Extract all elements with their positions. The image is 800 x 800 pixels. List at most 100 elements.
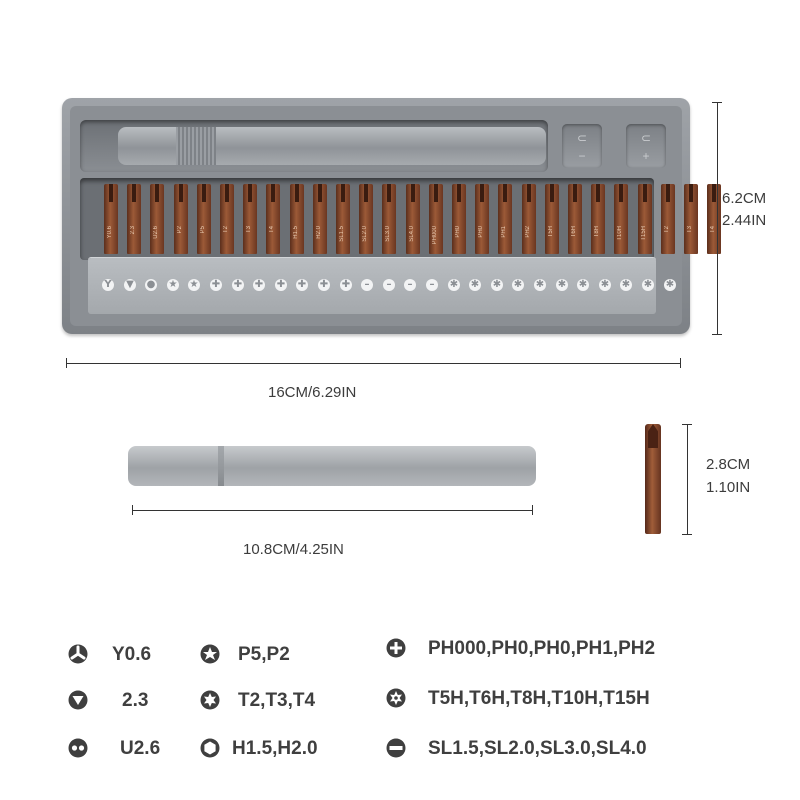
tray-bit-tip (271, 184, 275, 202)
tray-bit-tip (202, 184, 206, 202)
bit-type-icon: ✱ (491, 279, 503, 291)
tray-bit-tip (179, 184, 183, 202)
dim-tick (680, 358, 681, 368)
stored-handle (118, 127, 546, 165)
tray-bit (336, 184, 350, 254)
bit-type-icon: ✱ (448, 279, 460, 291)
tray-bit (661, 184, 675, 254)
tray-bit-tip (689, 184, 693, 202)
tray-bit (498, 184, 512, 254)
bit-type-icon: ✱ (599, 279, 611, 291)
legend-text: H1.5,H2.0 (232, 738, 318, 759)
bit-type-icon: – (361, 279, 373, 291)
triangle-icon (68, 690, 88, 710)
tray-bit-tip (480, 184, 484, 202)
bit-type-icon: ✱ (620, 279, 632, 291)
single-bit (645, 424, 661, 534)
tray-bit (290, 184, 304, 254)
tray-bit-tip (248, 184, 252, 202)
tray-bit (452, 184, 466, 254)
tray-bit-tip (341, 184, 345, 202)
tray-bit-label: T3 (246, 226, 252, 234)
phillips-cross-icon (386, 638, 406, 658)
tray-bit-label: SL2.0 (362, 226, 368, 242)
tray-bit-label: T3 (687, 226, 693, 234)
dim-tick (682, 534, 692, 535)
bit-type-icon: – (404, 279, 416, 291)
bit-type-icon: Y (102, 279, 114, 291)
tray-bit-label: U2.6 (153, 226, 159, 239)
legend-text: Y0.6 (112, 644, 152, 665)
case-height-cm: 6.2CM (722, 190, 767, 207)
tray-bit-tip (155, 184, 159, 202)
bit-length-in: 1.10IN (706, 479, 751, 496)
bit-type-icon: – (383, 279, 395, 291)
tray-bit (220, 184, 234, 254)
tray-bit (614, 184, 628, 254)
tray-bit (127, 184, 141, 254)
plus-icon: + (642, 149, 650, 163)
bit-length-cm: 2.8CM (706, 456, 751, 473)
tray-bit (591, 184, 605, 254)
tray-bit-tip (573, 184, 577, 202)
tray-bit-label: P2 (177, 226, 183, 234)
tray-bit (243, 184, 257, 254)
tray-bit-tip (387, 184, 391, 202)
tray-bit-label: SL4.0 (409, 226, 415, 242)
pentalobe-star-icon (200, 644, 220, 664)
tray-bit-tip (318, 184, 322, 202)
bit-type-icon: ✱ (534, 279, 546, 291)
tray-bit-label: T6H (571, 226, 577, 238)
tray-bit-label: T4 (710, 226, 716, 234)
case-width-label: 16CM/6.29IN (268, 384, 357, 401)
u-twin-dot-icon (68, 738, 88, 758)
tray-bit (150, 184, 164, 254)
tray-bit (545, 184, 559, 254)
tray-bit-tip (364, 184, 368, 202)
tray-bit (475, 184, 489, 254)
tray-bit-tip (712, 184, 716, 202)
tray-bit-label: T2 (664, 226, 670, 234)
handle-length-line (132, 510, 532, 511)
tray-bit (313, 184, 327, 254)
legend-text: U2.6 (120, 738, 161, 759)
legend-text: P5,P2 (238, 644, 290, 665)
case-height-in: 2.44IN (722, 212, 767, 229)
bit-type-icon: ✱ (642, 279, 654, 291)
tray-bit-label: PH0 (455, 226, 461, 238)
tray-bit-label: SL3.0 (385, 226, 391, 242)
tray-bit-label: T2 (223, 226, 229, 234)
bit-type-icon: ✱ (577, 279, 589, 291)
tray-bit-label: PH000 (432, 226, 438, 245)
bit-type-icon: ✚ (340, 279, 352, 291)
bit-type-icon: ✚ (318, 279, 330, 291)
tray-bit-tip (503, 184, 507, 202)
bit-type-icon: ✱ (556, 279, 568, 291)
tray-bit (266, 184, 280, 254)
bit-type-icon: ✚ (210, 279, 222, 291)
bit-type-icon: ▼ (124, 279, 136, 291)
bit-type-icon: ✚ (296, 279, 308, 291)
tray-bit-label: T8H (594, 226, 600, 238)
tray-bit-tip (411, 184, 415, 202)
handle-segment (218, 446, 224, 486)
torx-security-icon (386, 688, 406, 708)
bit-type-icon: ✱ (512, 279, 524, 291)
case-height-line (717, 102, 718, 334)
tray-bit (406, 184, 420, 254)
tray-bit (429, 184, 443, 254)
tri-wing-icon (68, 644, 88, 664)
tray-bit-tip (457, 184, 461, 202)
tray-bit-tip (643, 184, 647, 202)
tray-bit-label: PH1 (501, 226, 507, 238)
tray-bit-label: H1.5 (293, 226, 299, 239)
legend-text: PH000,PH0,PH0,PH1,PH2 (428, 638, 656, 659)
storage-compartment-left: ⊂ − (562, 124, 602, 168)
storage-compartment-right: ⊂ + (626, 124, 666, 168)
legend-text: SL1.5,SL2.0,SL3.0,SL4.0 (428, 738, 647, 759)
tray-bit-label: T10H (617, 226, 623, 241)
tray-bit-tip (550, 184, 554, 202)
bit-type-icon: – (426, 279, 438, 291)
tray-bit (568, 184, 582, 254)
tray-bit-label: P5 (200, 226, 206, 234)
